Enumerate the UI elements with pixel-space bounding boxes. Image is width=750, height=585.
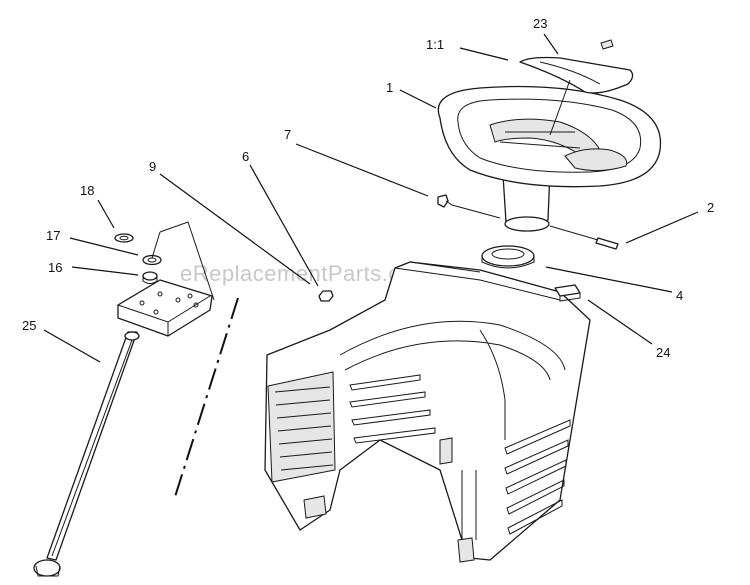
callout-25: 25 [22,318,36,333]
callout-1-1: 1:1 [426,37,444,52]
nut-part [318,290,334,302]
callout-1: 1 [386,80,393,95]
steering-wheel-part [437,85,662,188]
callout-2: 2 [707,200,714,215]
callout-24: 24 [656,345,670,360]
base-plate-part [481,245,535,269]
callout-7: 7 [284,127,291,142]
callout-17: 17 [46,228,60,243]
mounting-plate-part [117,279,213,337]
clip-part [437,194,501,219]
bracket-part [554,284,581,302]
dash-console-part [264,261,591,563]
callout-labels: 23 1:1 1 7 9 6 18 17 16 25 2 4 24 [22,16,714,360]
steering-cap-part [519,39,634,94]
callout-23: 23 [533,16,547,31]
leader-lines [43,33,699,363]
steering-shaft-part [33,331,140,577]
callout-6: 6 [242,149,249,164]
callout-9: 9 [149,159,156,174]
bushing-part [142,271,158,284]
watermark-text: eReplacementParts.com [180,261,431,286]
callout-18: 18 [80,183,94,198]
callout-16: 16 [48,260,62,275]
washer-17-part [142,254,162,266]
callout-4: 4 [676,288,683,303]
roll-pin-part [549,225,619,250]
washer-18-part [114,233,134,243]
